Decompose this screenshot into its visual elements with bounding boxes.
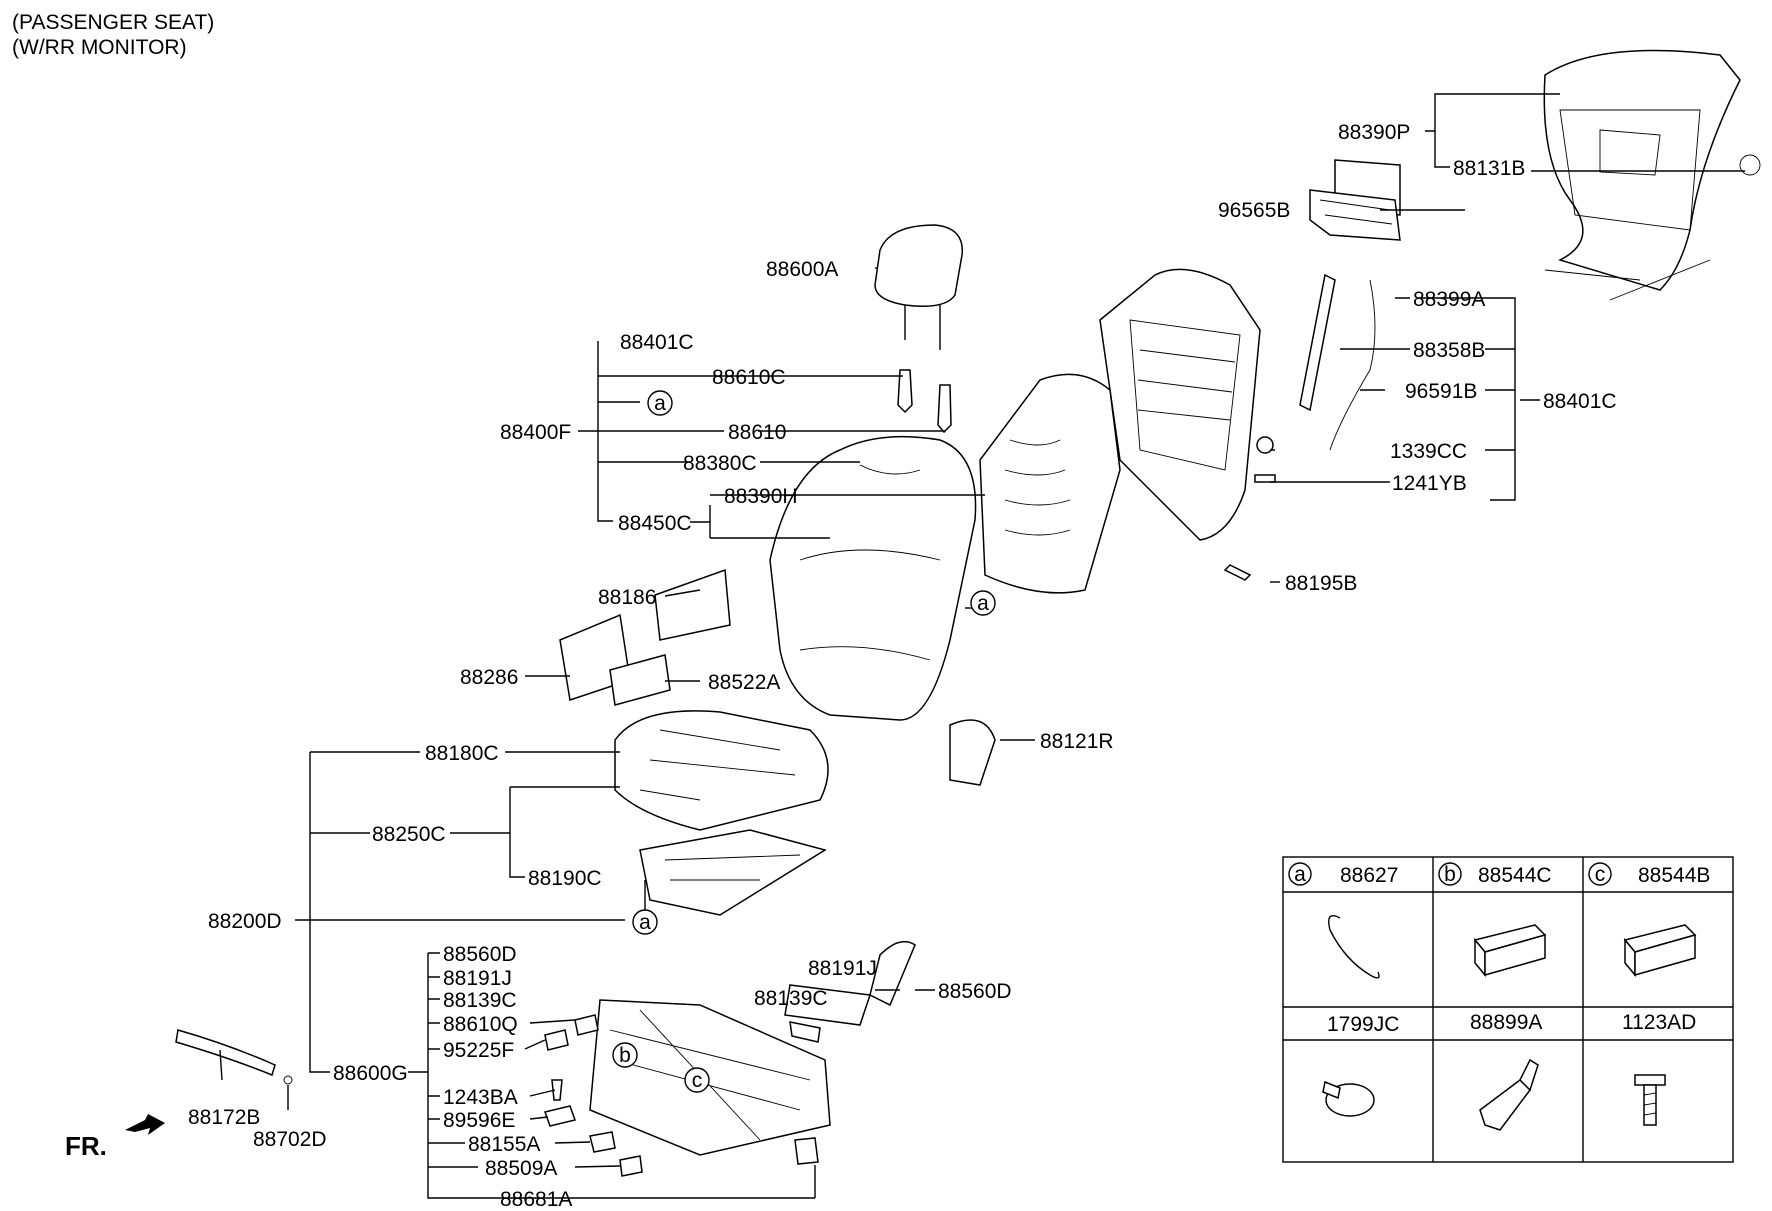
marker-b-label: b <box>619 1044 631 1067</box>
rear-back-cover-part <box>1543 49 1761 301</box>
callout-89596E: 89596E <box>443 1109 515 1132</box>
track-small-parts <box>544 1014 821 1177</box>
seat-track-part <box>589 940 916 1156</box>
legend-clip-bracket-drawing <box>1479 1058 1539 1131</box>
marker-circle-b: b <box>612 1042 638 1068</box>
legend-table: a 88627 b 88544C c 88544B 1799JC 88899A <box>1282 856 1734 1163</box>
callout-88610: 88610 <box>728 421 786 444</box>
callout-88702D: 88702D <box>253 1128 327 1151</box>
marker-a-label: a <box>654 392 666 415</box>
legend-letter-b: b <box>1444 863 1456 886</box>
marker-circle-a-2: a <box>970 590 996 616</box>
marker-circle-c: c <box>684 1067 710 1093</box>
headrest-part <box>874 224 963 350</box>
callout-88172B: 88172B <box>188 1106 260 1129</box>
legend-part-88544C: 88544C <box>1478 864 1552 887</box>
callout-88610C: 88610C <box>712 366 786 389</box>
marker-circle-a-1: a <box>647 390 673 416</box>
side-trim-parts <box>559 568 996 786</box>
leader-lines <box>219 93 1745 1199</box>
callout-88250C: 88250C <box>372 823 446 846</box>
callout-88450C: 88450C <box>618 512 692 535</box>
legend-part-1799JC: 1799JC <box>1327 1013 1399 1036</box>
callout-1339CC: 1339CC <box>1390 440 1467 463</box>
legend-cell-c: c 88544B <box>1588 862 1710 887</box>
callout-88560D-left: 88560D <box>443 943 517 966</box>
callout-88401C-right: 88401C <box>1543 390 1617 413</box>
rear-monitor-part <box>1309 159 1401 241</box>
callout-88186: 88186 <box>598 586 656 609</box>
header-line-1: (PASSENGER SEAT) <box>12 11 215 34</box>
callout-88200D: 88200D <box>208 910 282 933</box>
legend-letter-a: a <box>1294 863 1306 886</box>
callout-88358B: 88358B <box>1413 339 1485 362</box>
callout-88610Q: 88610Q <box>443 1013 518 1036</box>
legend-cell-b: b 88544C <box>1438 862 1552 887</box>
back-pad-part <box>979 373 1121 594</box>
callout-88681A: 88681A <box>500 1188 572 1211</box>
callout-1243BA: 1243BA <box>443 1086 518 1109</box>
legend-clip-drawing <box>1328 915 1380 979</box>
callout-88155A: 88155A <box>468 1133 540 1156</box>
back-wiring-parts <box>1223 273 1376 581</box>
legend-part-88627: 88627 <box>1340 864 1398 887</box>
legend-bracket-c-drawing <box>1623 924 1697 978</box>
callout-88190C: 88190C <box>528 867 602 890</box>
marker-c-label: c <box>692 1069 703 1092</box>
callout-88131B: 88131B <box>1453 157 1525 180</box>
callout-95225F: 95225F <box>443 1039 514 1062</box>
callout-88522A: 88522A <box>708 671 780 694</box>
callout-88195B: 88195B <box>1285 572 1357 595</box>
callout-88191J-right: 88191J <box>808 957 877 980</box>
back-frame-part <box>1099 268 1261 541</box>
cushion-part <box>614 710 829 916</box>
callout-88399A: 88399A <box>1413 288 1485 311</box>
callout-88600G: 88600G <box>333 1062 408 1085</box>
callout-88509A: 88509A <box>485 1157 557 1180</box>
callout-96591B: 96591B <box>1405 380 1477 403</box>
callout-88401C-left: 88401C <box>620 331 694 354</box>
legend-cell-a: a 88627 <box>1288 862 1398 887</box>
callout-88560D-right: 88560D <box>938 980 1012 1003</box>
marker-circle-a-3: a <box>632 909 658 935</box>
legend-part-88899A: 88899A <box>1470 1011 1542 1034</box>
callout-88400F: 88400F <box>500 421 571 444</box>
headrest-guide-parts <box>897 369 952 434</box>
callout-88390H: 88390H <box>724 485 798 508</box>
callout-88390P: 88390P <box>1338 121 1410 144</box>
callout-88139C-right: 88139C <box>754 987 828 1010</box>
legend-part-88544B: 88544B <box>1638 864 1710 887</box>
callout-88139C-left: 88139C <box>443 989 517 1012</box>
callout-88600A: 88600A <box>766 258 838 281</box>
diagram-header: (PASSENGER SEAT) (W/RR MONITOR) <box>12 10 214 60</box>
header-line-2: (W/RR MONITOR) <box>12 36 187 59</box>
legend-bracket-b-drawing <box>1473 924 1547 978</box>
callout-labels: 88390P 88131B 96565B 88600A 88399A 88358… <box>188 121 1617 1211</box>
callout-88286: 88286 <box>460 666 518 689</box>
legend-part-1123AD: 1123AD <box>1622 1011 1696 1034</box>
back-cover-part <box>769 435 977 721</box>
callout-88180C: 88180C <box>425 742 499 765</box>
marker-a-label: a <box>639 911 651 934</box>
legend-bolt-drawing <box>1634 1074 1666 1126</box>
callout-96565B: 96565B <box>1218 199 1290 222</box>
front-direction-arrow: FR. <box>65 1114 165 1161</box>
callout-88191J-left: 88191J <box>443 967 512 990</box>
scuff-trim-part <box>175 1029 293 1085</box>
callout-88121R: 88121R <box>1040 730 1114 753</box>
callout-1241YB: 1241YB <box>1392 472 1467 495</box>
callout-88380C: 88380C <box>683 452 757 475</box>
legend-letter-c: c <box>1595 863 1606 886</box>
marker-a-label: a <box>977 592 989 615</box>
front-direction-label: FR. <box>65 1131 107 1161</box>
legend-cable-tie-drawing <box>1322 1080 1375 1117</box>
